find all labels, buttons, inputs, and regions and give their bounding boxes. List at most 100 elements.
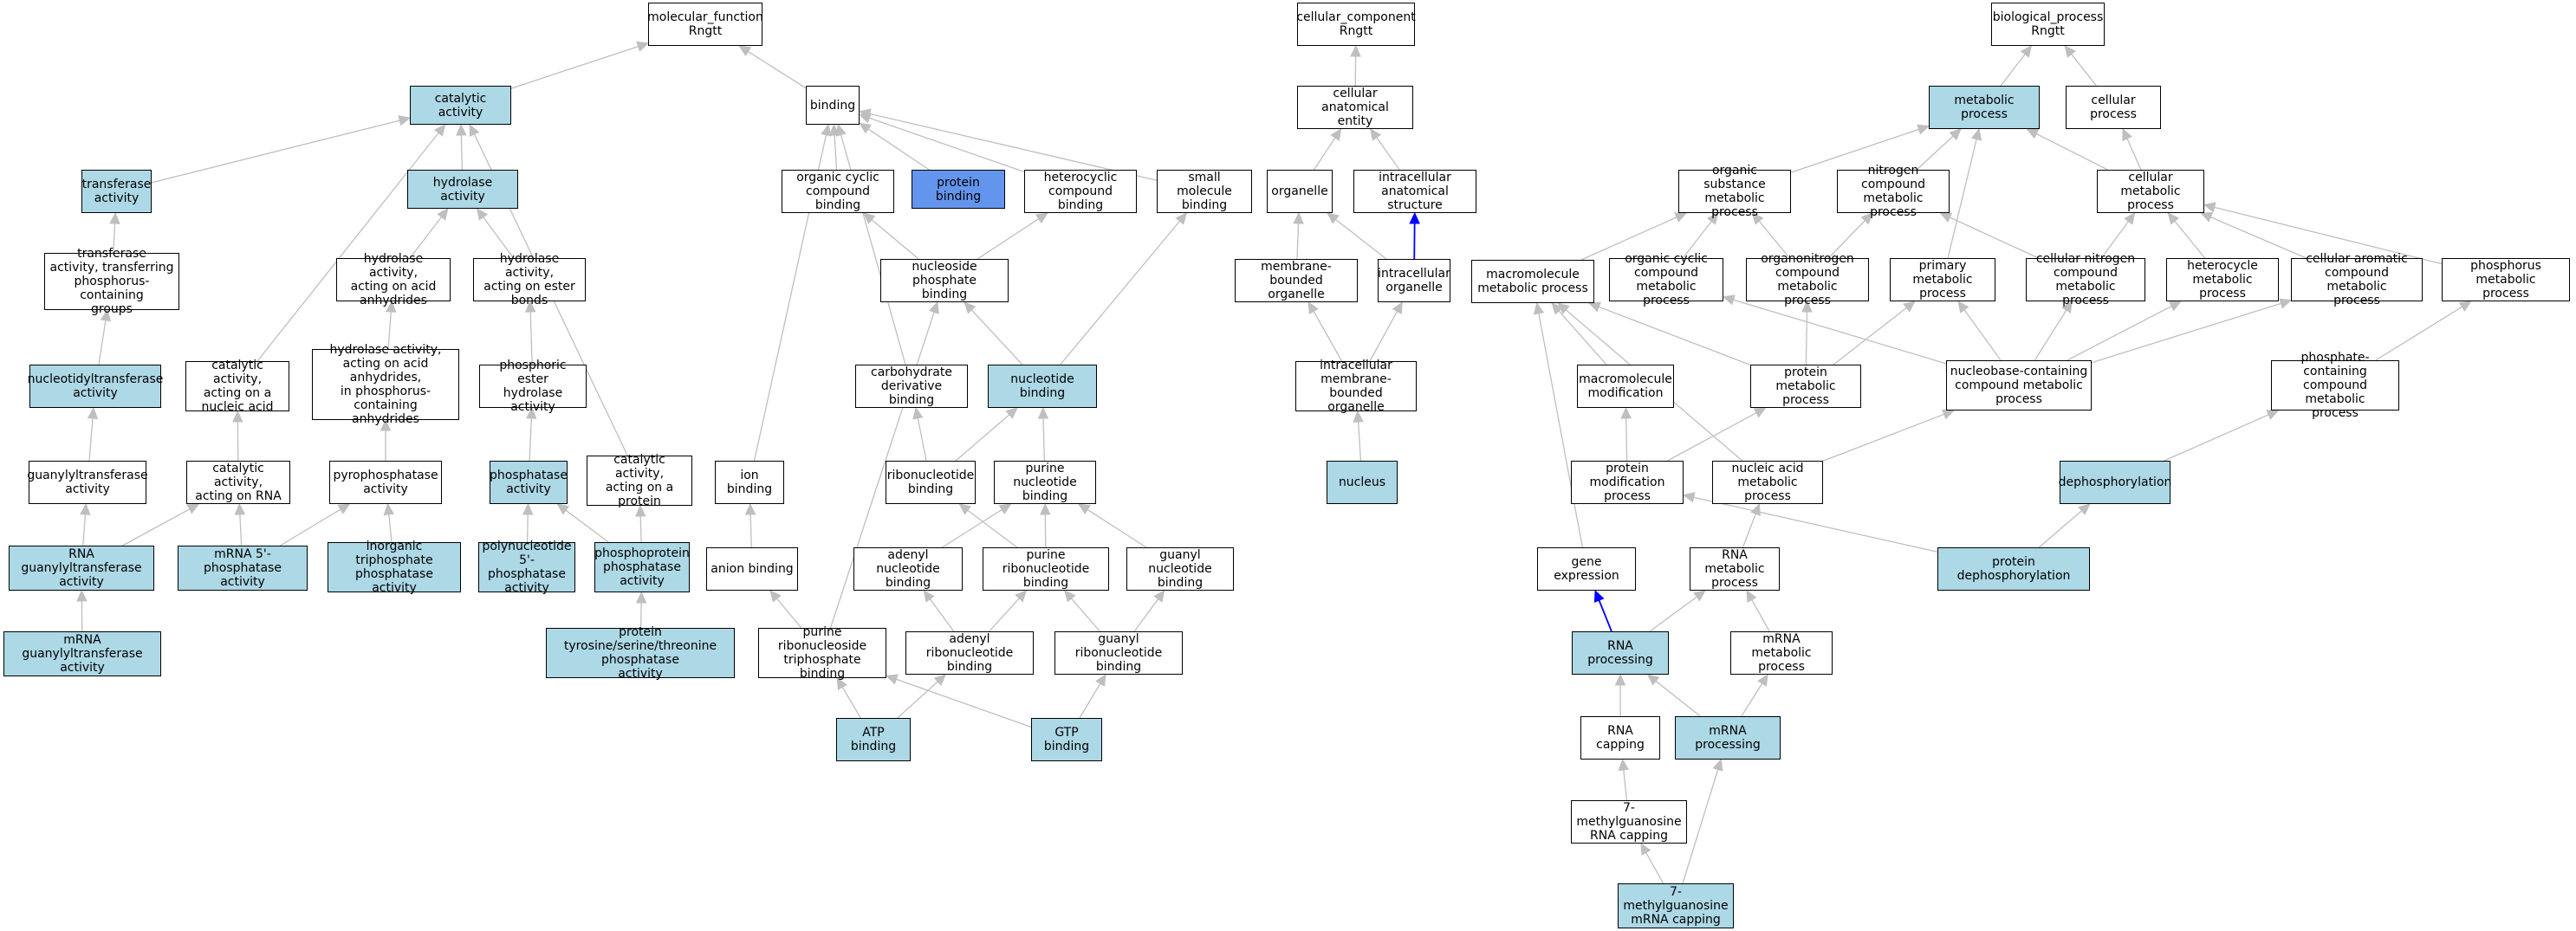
edge-anion-binding-to-ion-binding	[744, 502, 756, 548]
edge-nucleobase-containing-compound-metabolic-process-to-heterocycle-metabolic-process	[2067, 301, 2182, 361]
go-term-ion-binding: ion binding	[715, 461, 784, 504]
edge-line	[1598, 599, 1612, 632]
go-term-cellular-metabolic-process: cellular metabolic process	[2097, 170, 2204, 213]
edge-polynucleotide-5-phosphatase-activity-to-phosphatase-activity	[522, 502, 534, 543]
edge-arrowhead	[232, 410, 243, 423]
edge-arrowhead	[1751, 212, 1764, 225]
edge-organonitrogen-compound-metabolic-process-to-organic-substance-metabolic-process	[1751, 212, 1790, 259]
edge-line	[151, 120, 400, 184]
edge-arrowhead	[1957, 301, 1969, 314]
edge-cellular-anatomical-entity-to-cellular-component	[1350, 44, 1361, 87]
edge-arrowhead	[1753, 407, 1767, 418]
edge-carbohydrate-derivative-binding-to-binding	[835, 123, 906, 365]
edge-arrowhead	[1707, 212, 1719, 225]
edge-line	[955, 414, 1010, 462]
edge-macromolecule-modification-to-macromolecule-metabolic-process	[1551, 302, 1607, 365]
edge-line	[1623, 769, 1628, 801]
edge-organelle-to-cellular-anatomical-entity	[1313, 127, 1342, 171]
edge-purine-nucleotide-binding-to-nucleotide-binding	[1037, 406, 1049, 462]
go-term-rna-metabolic-process: RNA metabolic process	[1690, 547, 1780, 591]
edge-arrowhead	[1722, 294, 1736, 306]
edge-arrowhead	[2061, 300, 2073, 314]
go-term-guanyl-ribonucleotide-binding: guanyl ribonucleotide binding	[1054, 631, 1183, 675]
edge-arrowhead	[1640, 842, 1651, 856]
edge-arrowhead	[469, 123, 480, 137]
edge-catalytic-rna-to-catalytic-nucleic-acid	[232, 410, 243, 462]
edge-line	[2034, 309, 2067, 361]
go-term-primary-metabolic-process: primary metabolic process	[1890, 258, 1995, 301]
edge-arrowhead	[385, 300, 397, 313]
go-term-rna-capping: RNA capping	[1580, 716, 1660, 760]
go-term-hydrolase-phosphorus-anhydrides: hydrolase activity, acting on acid anhyd…	[312, 343, 459, 426]
edge-line	[967, 509, 1018, 548]
edge-arrowhead	[1175, 212, 1187, 225]
edge-nucleotide-binding-to-nucleoside-phosphate-binding	[964, 301, 1023, 365]
edge-purine-ribonucleotide-binding-to-ribonucleotide-binding	[958, 503, 1018, 548]
go-term-rna-7-methylguanosine-capping: 7-methylguanosine RNA capping	[1571, 800, 1687, 844]
edge-line	[917, 417, 927, 462]
edge-cellular-nitrogen-compound-metabolic-process-to-cellular-metabolic-process	[2100, 212, 2136, 259]
go-term-nitrogen-compound-metabolic-process: nitrogen compound metabolic process	[1837, 164, 1950, 219]
edge-phosphoric-ester-hydrolase-to-hydrolase-ester-bonds	[524, 300, 536, 365]
edge-line	[2174, 220, 2206, 259]
edge-arrowhead	[2167, 212, 2180, 225]
edge-nucleobase-containing-compound-metabolic-process-to-cellular-aromatic-compound-metabolic-process	[2091, 298, 2293, 364]
go-term-protein-tyr-ser-thr-phosphatase-activity: protein tyrosine/serine/threonine phosph…	[546, 625, 735, 681]
go-term-phosphatase-activity: phosphatase activity	[490, 461, 568, 504]
edge-gtp-binding-to-purine-ribonucleoside-triphosphate-binding	[885, 674, 1032, 728]
edge-adenyl-ribonucleotide-binding-to-purine-ribonucleotide-binding	[989, 590, 1028, 632]
go-term-atp-binding: ATP binding	[836, 718, 911, 761]
edge-transferase-activity-to-catalytic-activity	[151, 115, 412, 184]
edge-arrowhead	[744, 502, 756, 515]
edge-arrowhead	[1035, 212, 1048, 224]
edge-guanyl-ribonucleotide-binding-to-purine-ribonucleotide-binding	[1063, 590, 1100, 632]
go-term-rna-guanylyltransferase-activity: RNA guanylyltransferase activity	[9, 546, 154, 591]
edge-nitrogen-compound-metabolic-process-to-metabolic-process	[1916, 128, 1962, 171]
edge-arrowhead	[1593, 589, 1605, 603]
go-term-cellular-aromatic-compound-metabolic-process: cellular aromatic compound metabolic pro…	[2291, 252, 2423, 307]
edge-rna-processing-to-gene-expression	[1593, 589, 1612, 632]
go-term-gene-expression: gene expression	[1537, 547, 1636, 591]
edge-intracellular-organelle-to-intracellular-anatomical-structure	[1409, 211, 1420, 260]
edge-line	[1667, 412, 1757, 462]
edge-atp-binding-to-purine-ribonucleoside-triphosphate-binding	[836, 676, 861, 719]
edge-purine-ribonucleotide-binding-to-purine-nucleotide-binding	[1040, 502, 1051, 548]
edge-line	[1558, 310, 1607, 365]
go-term-cellular-anatomical-entity: cellular anatomical entity	[1297, 86, 1413, 129]
edge-arrowhead	[1693, 590, 1706, 602]
edge-line	[529, 311, 533, 365]
go-term-protein-metabolic-process: protein metabolic process	[1750, 365, 1861, 408]
edge-arrowhead	[912, 406, 924, 420]
edge-arrowhead	[437, 208, 449, 221]
go-term-catalytic-nucleic-acid: catalytic activity, acting on a nucleic …	[185, 359, 289, 414]
edge-nucleotide-binding-to-small-molecule-binding	[1060, 212, 1187, 365]
edge-line	[970, 309, 1023, 365]
edge-protein-tyr-ser-thr-phosphatase-activity-to-phosphoprotein-phosphatase-activity	[635, 591, 647, 629]
go-term-membrane-bounded-organelle: membrane-bounded organelle	[1235, 259, 1358, 302]
edge-arrowhead	[1327, 212, 1340, 224]
go-term-organic-cyclic-compound-metabolic-process: organic cyclic compound metabolic proces…	[1609, 252, 1723, 307]
edge-line	[1682, 769, 1719, 884]
edge-arrowhead	[1063, 590, 1076, 603]
edge-line	[1741, 682, 1763, 717]
edge-hydrolase-phosphorus-anhydrides-to-hydrolase-acid-anhydrides	[385, 300, 397, 350]
edge-arrowhead	[522, 502, 534, 515]
edge-line	[1538, 313, 1583, 548]
go-term-catalytic-activity: catalytic activity	[410, 86, 511, 125]
go-term-mrna-guanylyltransferase-activity: mRNA guanylyltransferase activity	[3, 631, 161, 676]
edge-hydrolase-acid-anhydrides-to-hydrolase-activity	[409, 208, 449, 259]
edge-line	[2038, 510, 2083, 548]
edge-nucleobase-containing-compound-metabolic-process-to-organic-cyclic-compound-metabolic-process	[1722, 294, 1947, 365]
go-term-molecular-function: molecular_function Rngtt	[647, 3, 763, 46]
edge-line	[1682, 221, 1712, 259]
go-term-small-molecule-binding: small molecule binding	[1157, 170, 1252, 213]
go-term-nucleic-acid-metabolic-process: nucleic acid metabolic process	[1712, 461, 1823, 504]
edge-line	[2210, 217, 2307, 259]
edge-line	[239, 514, 243, 546]
go-term-mrna-7-methylguanosine-capping: 7-methylguanosine mRNA capping	[1618, 883, 1734, 928]
edge-arrowhead	[1370, 128, 1382, 141]
edge-line	[776, 598, 802, 629]
edge-hydrolase-ester-bonds-to-hydrolase-activity	[476, 208, 515, 259]
go-term-purine-ribonucleoside-triphosphate-binding: purine ribonucleoside triphosphate bindi…	[758, 625, 886, 681]
edge-organic-substance-metabolic-process-to-metabolic-process	[1790, 124, 1930, 173]
